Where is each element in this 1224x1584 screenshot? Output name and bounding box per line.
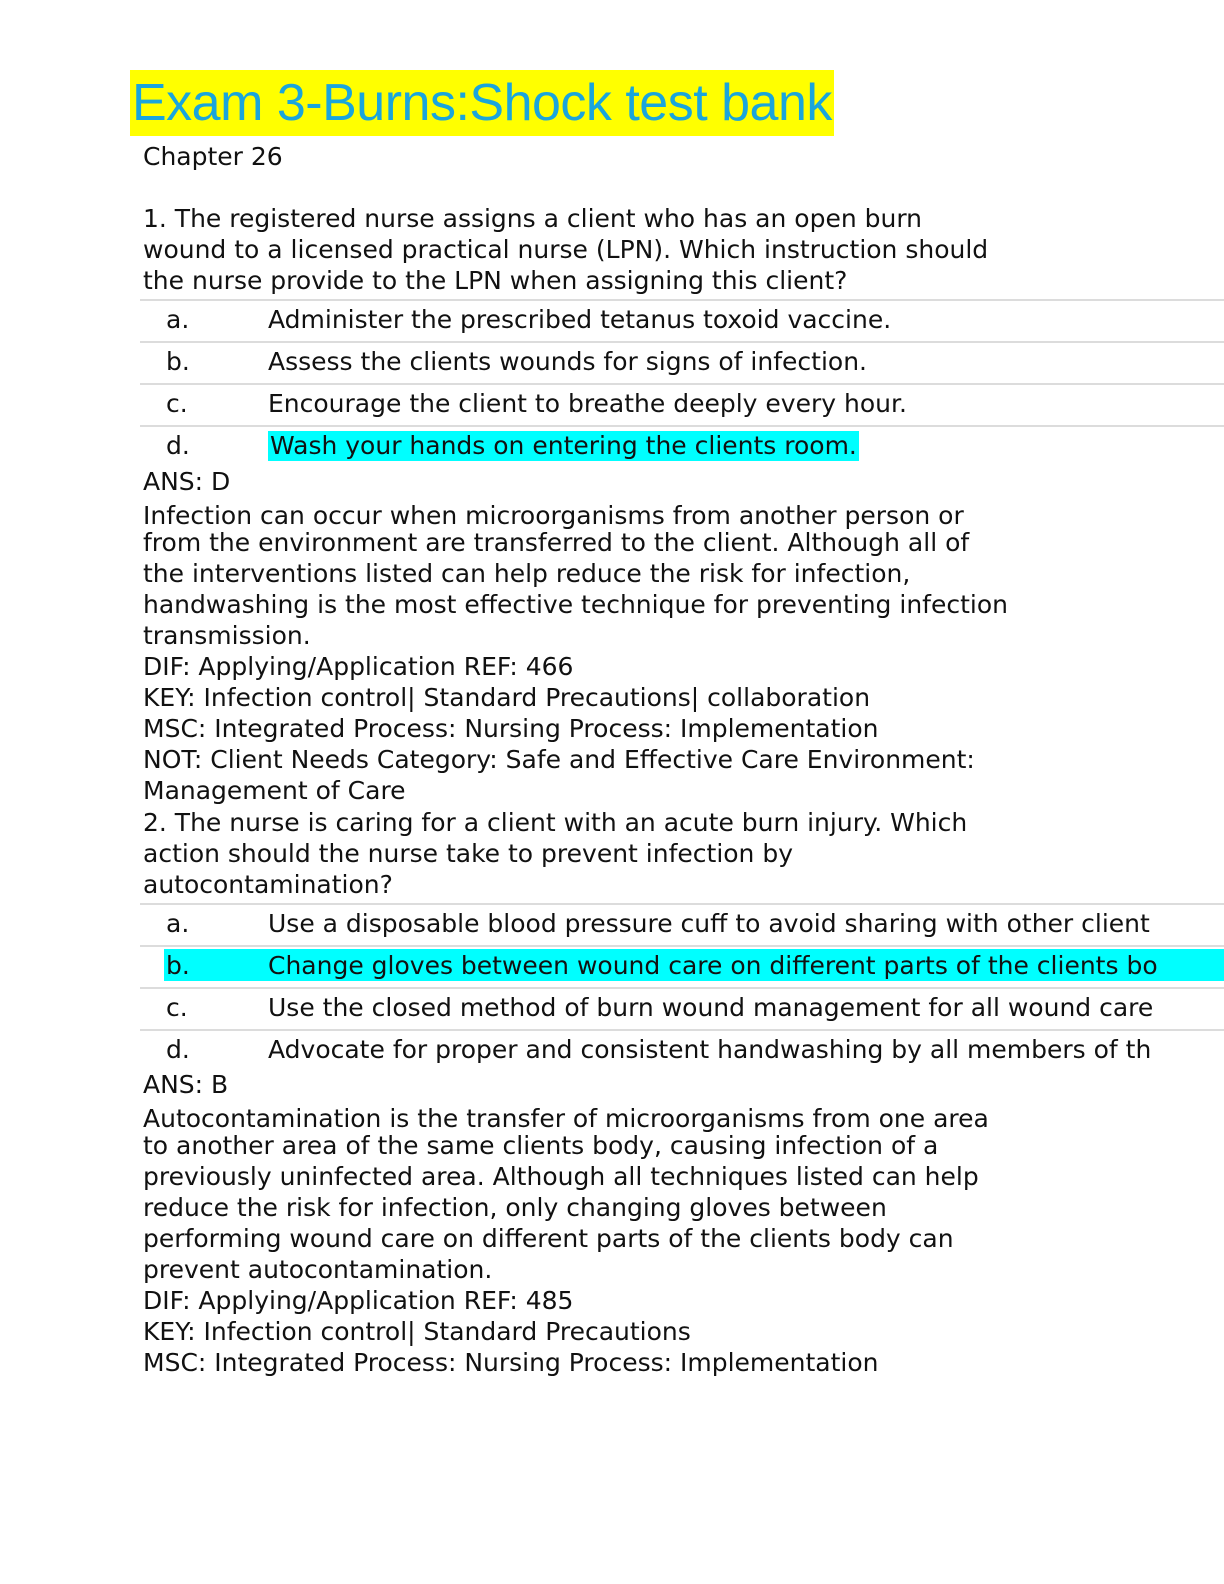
meta-difficulty: DIF: Applying/Application REF: 485 <box>143 1286 574 1315</box>
question-2-option-a[interactable]: a. Use a disposable blood pressure cuff … <box>140 905 1224 947</box>
question-2-stem-line: autocontamination? <box>143 870 393 899</box>
question-2-answer-block: ANS: B Autocontamination is the transfer… <box>143 1069 1203 1378</box>
meta-keywords: KEY: Infection control| Standard Precaut… <box>143 1317 691 1346</box>
rationale-line: to another area of the same clients body… <box>143 1131 939 1160</box>
question-2-stem: 2. The nurse is caring for a client with… <box>143 807 1203 900</box>
meta-process: MSC: Integrated Process: Nursing Process… <box>143 714 879 743</box>
question-2-stem-line: 2. The nurse is caring for a client with… <box>143 808 968 837</box>
rationale-line: handwashing is the most effective techni… <box>143 590 1008 619</box>
highlighted-answer-text: Wash your hands on entering the clients … <box>268 431 859 461</box>
question-2-option-b[interactable]: b. Change gloves between wound care on d… <box>140 947 1224 989</box>
option-letter: b. <box>166 951 190 980</box>
question-1-answer-block: ANS: D Infection can occur when microorg… <box>143 466 1203 806</box>
option-text: Administer the prescribed tetanus toxoid… <box>268 305 892 334</box>
highlighted-answer-text: Change gloves between wound care on diff… <box>268 951 1158 980</box>
question-2-options: a. Use a disposable blood pressure cuff … <box>140 903 1224 1071</box>
meta-client-needs: NOT: Client Needs Category: Safe and Eff… <box>143 745 975 774</box>
question-1-option-d[interactable]: d. Wash your hands on entering the clien… <box>140 427 1224 467</box>
question-2-option-c[interactable]: c. Use the closed method of burn wound m… <box>140 989 1224 1031</box>
question-1-stem-line: wound to a licensed practical nurse (LPN… <box>143 235 989 264</box>
rationale-line: transmission. <box>143 621 311 650</box>
rationale-line: prevent autocontamination. <box>143 1255 493 1284</box>
option-text: Use the closed method of burn wound mana… <box>268 993 1154 1022</box>
rationale-line: Infection can occur when microorganisms … <box>143 501 964 530</box>
question-1-option-c[interactable]: c. Encourage the client to breathe deepl… <box>140 385 1224 427</box>
rationale-line: performing wound care on different parts… <box>143 1224 954 1253</box>
option-text: Use a disposable blood pressure cuff to … <box>268 909 1150 938</box>
rationale-line: reduce the risk for infection, only chan… <box>143 1193 887 1222</box>
question-1-stem: 1. The registered nurse assigns a client… <box>143 203 1203 296</box>
rationale-line: from the environment are transferred to … <box>143 528 970 557</box>
question-2-stem-line: action should the nurse take to prevent … <box>143 839 794 868</box>
option-text: Assess the clients wounds for signs of i… <box>268 347 867 376</box>
option-letter: a. <box>166 305 190 334</box>
meta-process: MSC: Integrated Process: Nursing Process… <box>143 1348 879 1377</box>
option-letter: c. <box>166 389 188 418</box>
question-1-stem-line: 1. The registered nurse assigns a client… <box>143 204 923 233</box>
meta-difficulty: DIF: Applying/Application REF: 466 <box>143 652 574 681</box>
meta-keywords: KEY: Infection control| Standard Precaut… <box>143 683 871 712</box>
question-1-stem-line: the nurse provide to the LPN when assign… <box>143 266 848 295</box>
option-letter: d. <box>166 1035 190 1064</box>
question-2-option-d[interactable]: d. Advocate for proper and consistent ha… <box>140 1031 1224 1071</box>
rationale-line: Autocontamination is the transfer of mic… <box>143 1104 989 1133</box>
chapter-label: Chapter 26 <box>143 142 283 171</box>
rationale-line: the interventions listed can help reduce… <box>143 559 911 588</box>
option-text: Advocate for proper and consistent handw… <box>268 1035 1152 1064</box>
question-1-options: a. Administer the prescribed tetanus tox… <box>140 299 1224 467</box>
rationale-line: previously uninfected area. Although all… <box>143 1162 979 1191</box>
option-letter: a. <box>166 909 190 938</box>
option-letter: b. <box>166 347 190 376</box>
question-1-option-b[interactable]: b. Assess the clients wounds for signs o… <box>140 343 1224 385</box>
answer-key: ANS: D <box>143 467 231 496</box>
answer-key: ANS: B <box>143 1070 229 1099</box>
answer-highlight-band <box>164 949 1224 981</box>
option-letter: c. <box>166 993 188 1022</box>
page-title: Exam 3-Burns:Shock test bank <box>130 70 834 136</box>
option-text: Encourage the client to breathe deeply e… <box>268 389 907 418</box>
meta-client-needs: Management of Care <box>143 776 406 805</box>
option-letter: d. <box>166 431 190 460</box>
question-1-option-a[interactable]: a. Administer the prescribed tetanus tox… <box>140 301 1224 343</box>
